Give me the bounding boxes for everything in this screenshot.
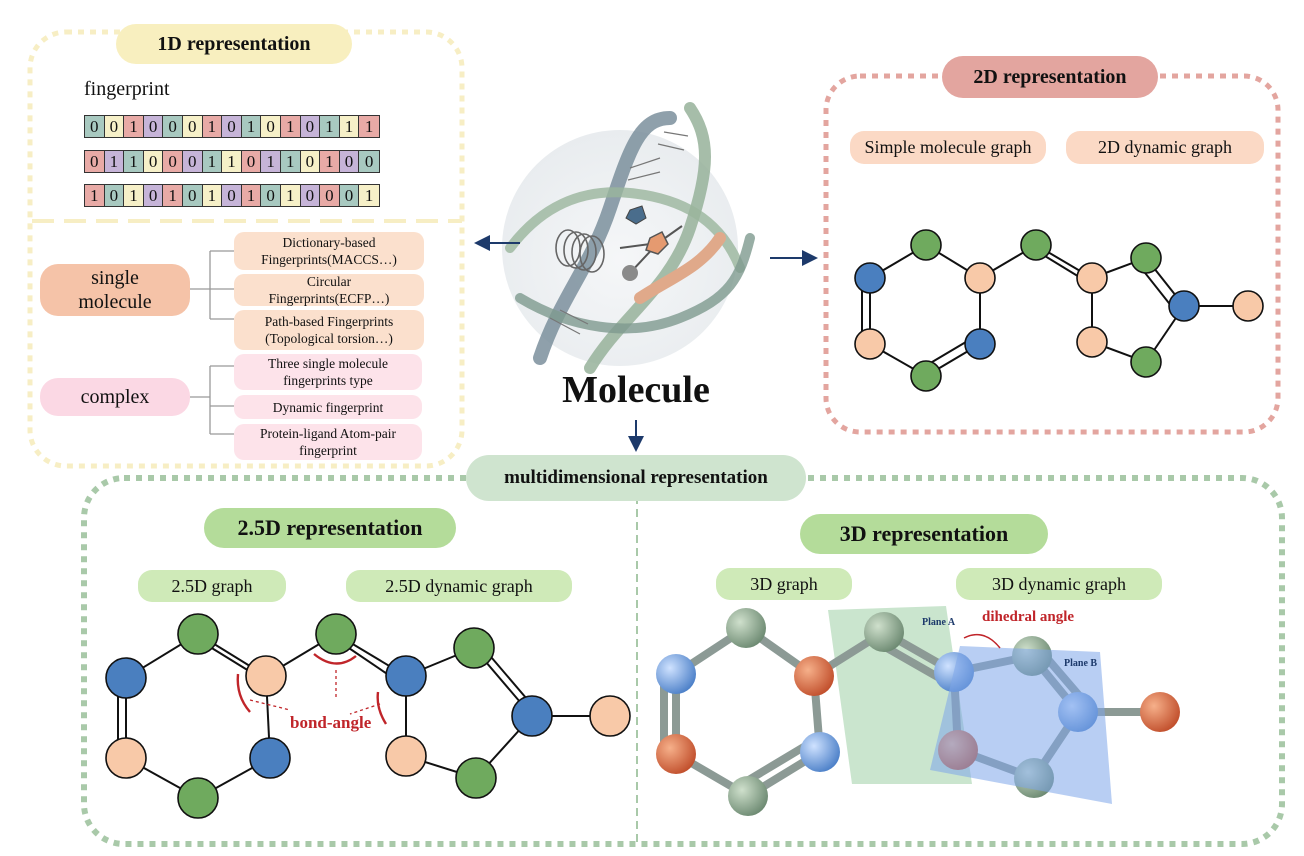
- fingerprint-bit: 1: [320, 151, 340, 172]
- fingerprint-bit: 1: [280, 151, 301, 172]
- fingerprint-bit: 0: [143, 185, 164, 206]
- fingerprint-bit: 0: [300, 185, 321, 206]
- fingerprint-bit: 1: [163, 185, 183, 206]
- molecule-illustration: [502, 102, 755, 374]
- fingerprint-bit: 1: [241, 185, 262, 206]
- twod-sub1: Simple molecule graph: [850, 131, 1046, 164]
- fingerprint-bit: 1: [222, 151, 242, 172]
- right-sub1: 3D graph: [716, 568, 852, 600]
- plane-b-label: Plane B: [1064, 658, 1097, 669]
- bond-angle-label: bond-angle: [290, 713, 372, 732]
- fingerprint-bit: 0: [85, 116, 105, 137]
- fingerprint-bit: 0: [104, 116, 125, 137]
- fingerprint-bit: 1: [280, 185, 301, 206]
- complex-item: Dynamic fingerprint: [234, 395, 422, 419]
- fingerprint-bit: 0: [320, 185, 340, 206]
- fingerprint-bit: 0: [143, 116, 164, 137]
- multi-border: [81, 475, 1285, 847]
- fingerprint-bit: 1: [124, 116, 144, 137]
- fingerprint-bit: 1: [359, 116, 379, 137]
- plane-a: [828, 606, 972, 784]
- fingerprint-bit: 0: [85, 151, 105, 172]
- complex-label: complex: [40, 378, 190, 416]
- plane-b: [930, 646, 1112, 804]
- single-item: Path-based Fingerprints (Topological tor…: [234, 310, 424, 350]
- fingerprint-bit: 0: [163, 151, 183, 172]
- fingerprint-bit: 1: [202, 151, 223, 172]
- single-item: Dictionary-based Fingerprints(MACCS…): [234, 232, 424, 270]
- fingerprint-bit: 0: [339, 151, 360, 172]
- fingerprint-bit: 0: [261, 185, 281, 206]
- fingerprint-bit: 1: [202, 185, 223, 206]
- fingerprint-bit: 1: [85, 185, 105, 206]
- fingerprint-bit: 0: [163, 116, 183, 137]
- fingerprint-bit: 1: [339, 116, 360, 137]
- fingerprint-bit: 0: [359, 151, 379, 172]
- fingerprint-bit: 1: [280, 116, 301, 137]
- fingerprint-bit: 0: [182, 151, 203, 172]
- fingerprint-bit: 1: [124, 185, 144, 206]
- single-item: Circular Fingerprints(ECFP…): [234, 274, 424, 306]
- molecule-label: Molecule: [562, 369, 710, 411]
- complex-item: Protein-ligand Atom-pair fingerprint: [234, 424, 422, 460]
- fingerprint-bit: 1: [359, 185, 379, 206]
- fingerprint-bit: 1: [320, 116, 340, 137]
- fingerprint-bit: 0: [300, 116, 321, 137]
- twod-sub2: 2D dynamic graph: [1066, 131, 1264, 164]
- dihedral-label: dihedral angle: [982, 609, 1074, 625]
- fingerprint-bit: 0: [143, 151, 164, 172]
- fingerprint-bit: 0: [104, 185, 125, 206]
- complex-item: Three single molecule fingerprints type: [234, 354, 422, 390]
- tree-connectors: [190, 250, 234, 435]
- oned-title: 1D representation: [116, 24, 352, 64]
- fingerprint-bit: 0: [300, 151, 321, 172]
- plane-a-label: Plane A: [922, 617, 956, 628]
- fingerprint-bit: 0: [222, 116, 242, 137]
- fingerprint-bit: 0: [182, 185, 203, 206]
- fingerprint-bit: 1: [124, 151, 144, 172]
- fingerprint-bit: 0: [182, 116, 203, 137]
- fingerprint-bit: 0: [222, 185, 242, 206]
- fingerprint-bit: 0: [241, 151, 262, 172]
- twod-title: 2D representation: [942, 56, 1158, 98]
- single-molecule-label: single molecule: [40, 264, 190, 316]
- left-title: 2.5D representation: [204, 508, 456, 548]
- dihedral-arc: [963, 633, 1001, 649]
- fingerprint-bit: 1: [202, 116, 223, 137]
- left-sub1: 2.5D graph: [138, 570, 286, 602]
- fingerprint-bit: 0: [261, 116, 281, 137]
- multi-title: multidimensional representation: [466, 455, 806, 501]
- right-title: 3D representation: [800, 514, 1048, 554]
- fingerprint-bit: 1: [104, 151, 125, 172]
- right-sub2: 3D dynamic graph: [956, 568, 1162, 600]
- fingerprint-bit: 1: [241, 116, 262, 137]
- fingerprint-label: fingerprint: [84, 78, 170, 100]
- left-sub2: 2.5D dynamic graph: [346, 570, 572, 602]
- fingerprint-bit: 0: [339, 185, 360, 206]
- fingerprint-bit: 1: [261, 151, 281, 172]
